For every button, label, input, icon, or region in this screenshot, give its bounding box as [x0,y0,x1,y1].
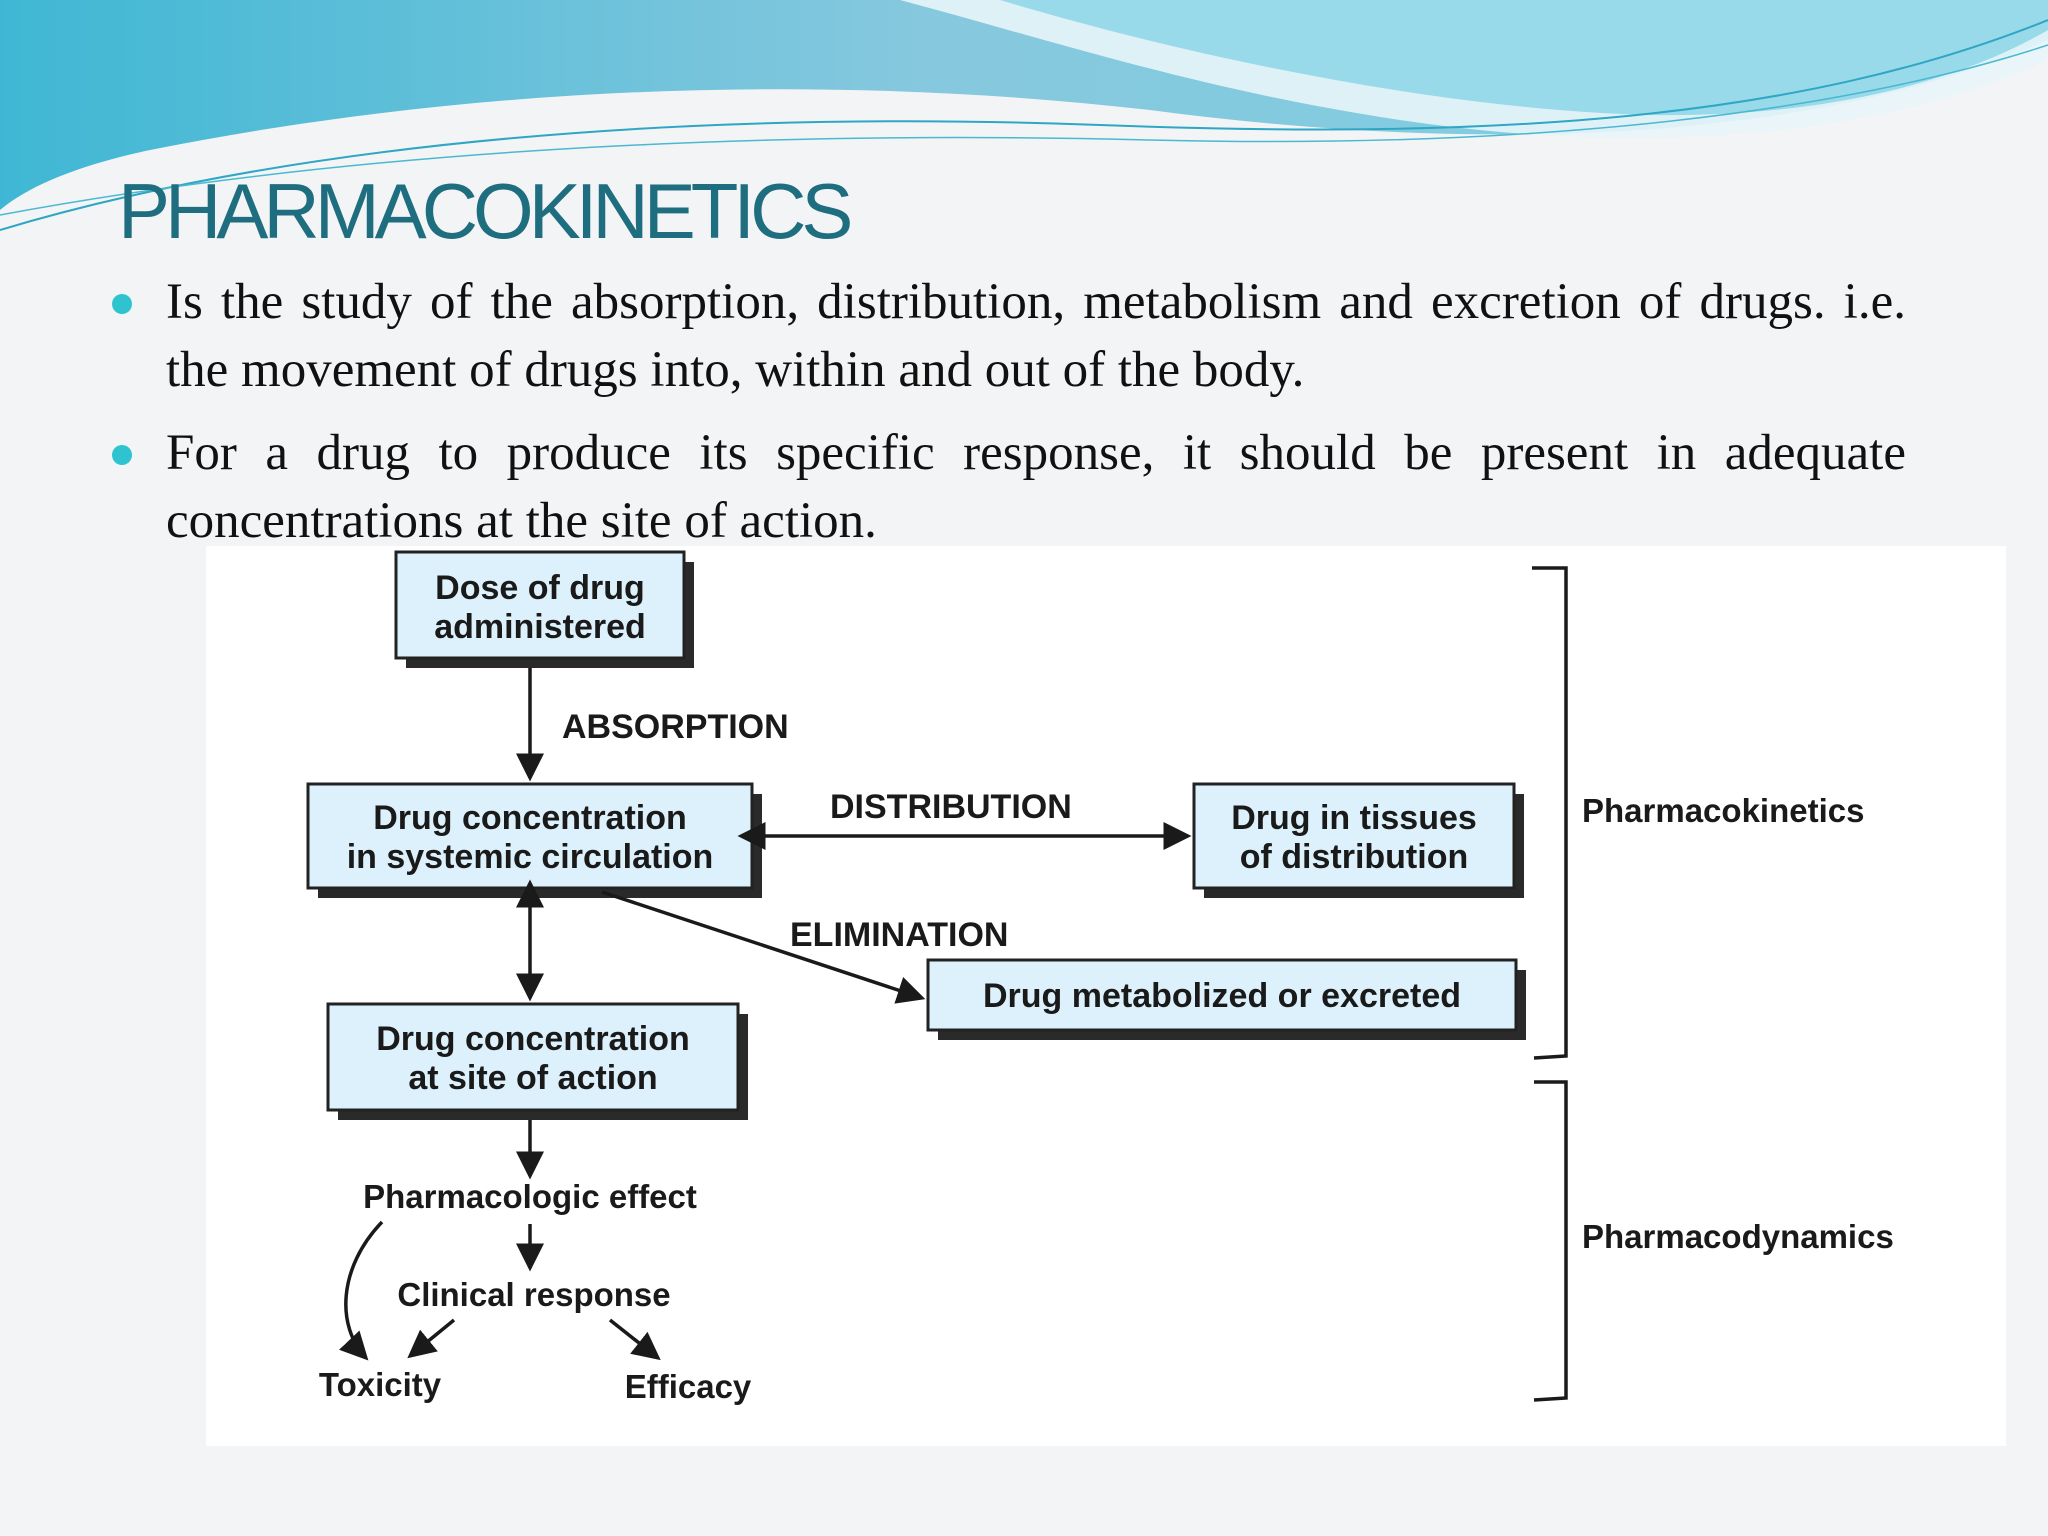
bullet-dot-icon [112,294,132,314]
bullet-item: For a drug to produce its specific respo… [112,419,1906,555]
box-systemic-circulation: Drug concentration in systemic circulati… [306,782,762,898]
box-site-of-action: Drug concentration at site of action [326,1002,748,1120]
pharmacodynamics-label: Pharmacodynamics [1582,1218,1894,1255]
pharmacokinetics-bracket [1532,566,1568,1060]
box-dose-administered: Dose of drug administered [394,550,694,668]
efficacy-label: Efficacy [625,1368,752,1405]
bullet-text: For a drug to produce its specific respo… [166,425,1906,549]
pharmacokinetics-diagram: Dose of drug administered Drug concentra… [206,546,2006,1446]
box-tissues-line2: of distribution [1240,838,1469,876]
pharmacokinetics-label: Pharmacokinetics [1582,792,1864,829]
elimination-arrow [601,890,926,1004]
distribution-label: DISTRIBUTION [830,788,1072,826]
box-site-line2: at site of action [408,1059,657,1097]
pharmacologic-effect-label: Pharmacologic effect [363,1178,697,1215]
box-site-line1: Drug concentration [376,1020,690,1058]
box-systemic-line1: Drug concentration [373,799,687,837]
elimination-label: ELIMINATION [790,916,1008,954]
box-tissues-line1: Drug in tissues [1231,799,1477,837]
box-metabolized-text: Drug metabolized or excreted [983,977,1461,1015]
box-systemic-line2: in systemic circulation [347,838,714,876]
box-dose-line1: Dose of drug [435,569,645,607]
pharmacodynamics-bracket [1533,1080,1568,1402]
bullet-text: Is the study of the absorption, distribu… [166,274,1906,398]
absorption-label: ABSORPTION [562,708,789,746]
header-wave-decoration [0,0,2048,231]
clinical-response-label: Clinical response [397,1276,670,1313]
effect-to-toxicity-arrow [339,1220,384,1361]
bullet-item: Is the study of the absorption, distribu… [112,268,1906,404]
bullet-dot-icon [112,445,132,465]
box-metabolized-excreted: Drug metabolized or excreted [926,958,1526,1040]
response-to-toxicity-arrow [407,1318,456,1359]
toxicity-label: Toxicity [319,1366,442,1403]
box-dose-line2: administered [434,608,646,646]
response-to-efficacy-arrow [608,1318,661,1361]
slide-title: PHARMACOKINETICS [118,167,853,255]
box-tissues-distribution: Drug in tissues of distribution [1192,782,1524,898]
